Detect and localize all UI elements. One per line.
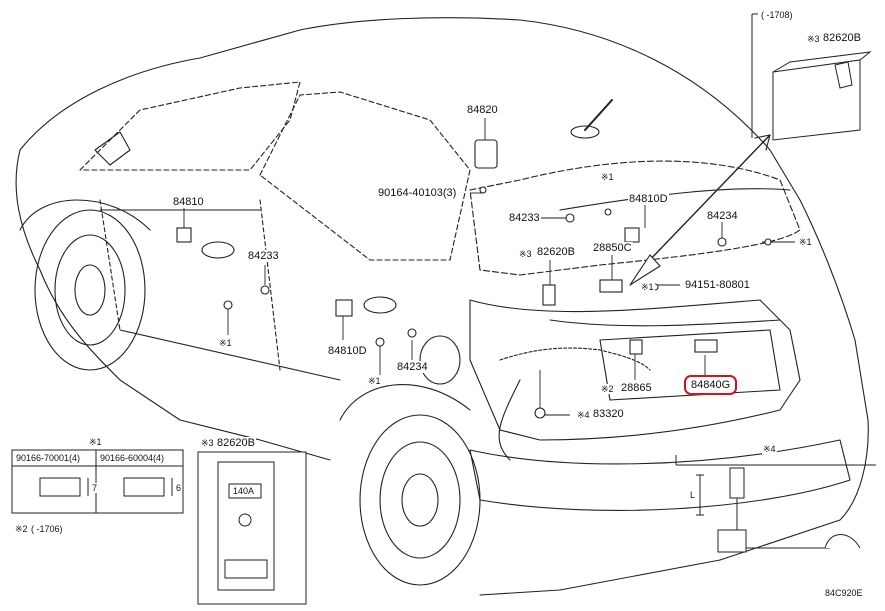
part-28850c[interactable]: 28850C <box>592 242 633 254</box>
part-28865[interactable]: 28865 <box>620 382 653 394</box>
note-mark-3: ※3 <box>806 34 821 44</box>
part-90166-60004[interactable]: 90166-60004(4) <box>99 453 166 463</box>
fuse-rating: 140A <box>233 486 255 496</box>
top-right-range: ( -1708) <box>760 10 794 20</box>
part-94151-80801[interactable]: 94151-80801 <box>684 279 751 291</box>
part-84233-left[interactable]: 84233 <box>247 250 280 262</box>
note-mark-2: ※2 <box>600 384 615 394</box>
part-84234-mid[interactable]: 84234 <box>396 361 429 373</box>
footnote-mark-2: ※2 <box>14 524 29 534</box>
part-84234-right[interactable]: 84234 <box>706 210 739 222</box>
part-90164-40103[interactable]: 90164-40103(3) <box>377 187 458 199</box>
part-84810-left[interactable]: 84810 <box>172 196 205 208</box>
part-82620b-inset[interactable]: 82620B <box>216 437 256 449</box>
fuse-inset-note: ※3 <box>200 438 215 448</box>
note-mark-1: ※1 <box>640 282 655 292</box>
diagram-code: 84C920E <box>824 588 864 598</box>
antenna-inset-note: ※4 <box>762 444 777 454</box>
part-90166-70001[interactable]: 90166-70001(4) <box>15 453 82 463</box>
dimension-label: 7 <box>91 483 99 493</box>
note-mark-1: ※1 <box>367 376 382 386</box>
part-82620b-top[interactable]: 82620B <box>822 32 862 44</box>
footnote-range: ( -1706) <box>30 524 64 534</box>
fastener-inset-note: ※1 <box>88 437 103 447</box>
part-84233-top[interactable]: 84233 <box>508 212 541 224</box>
dimension-l-label: L <box>689 490 697 500</box>
note-mark-1: ※1 <box>218 338 233 348</box>
part-82620b-mid[interactable]: 82620B <box>536 246 576 258</box>
note-mark-3: ※3 <box>518 249 533 259</box>
part-84810d-top[interactable]: 84810D <box>628 193 669 205</box>
part-84810d-left[interactable]: 84810D <box>327 345 368 357</box>
note-mark-4: ※4 <box>576 410 591 420</box>
dimension-label: 6 <box>175 483 183 493</box>
part-83320[interactable]: 83320 <box>592 408 625 420</box>
part-84840g-highlighted[interactable]: 84840G <box>684 375 738 395</box>
note-mark-1: ※1 <box>600 172 615 182</box>
note-mark-1: ※1 <box>798 237 813 247</box>
part-84820[interactable]: 84820 <box>466 104 499 116</box>
